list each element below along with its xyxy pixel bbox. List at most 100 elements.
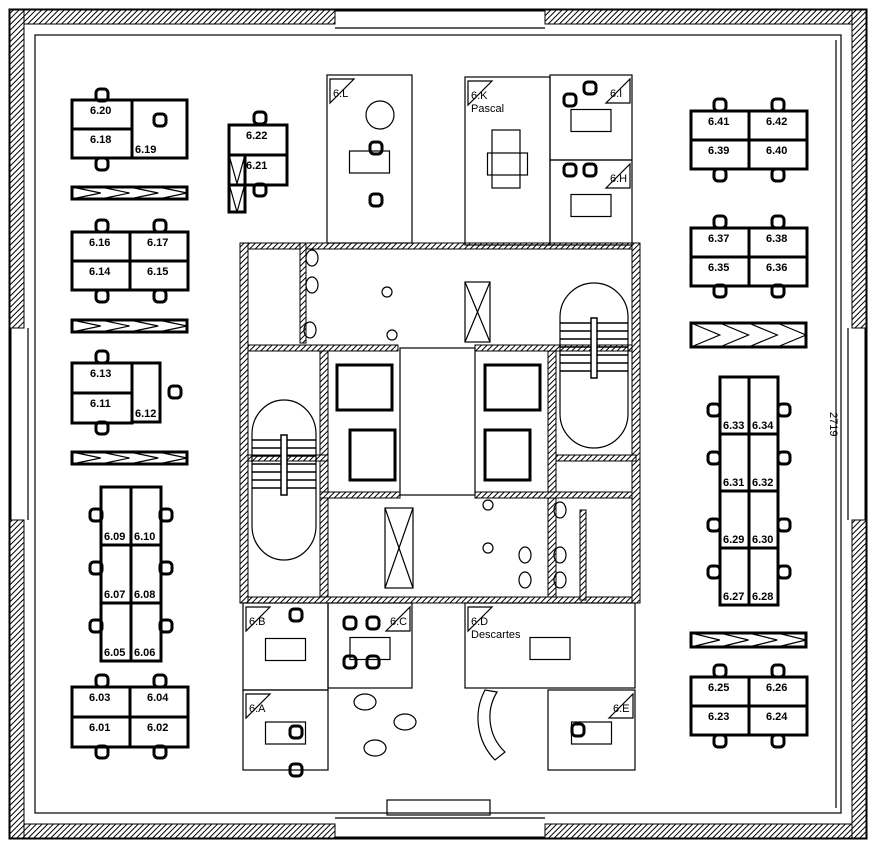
- desk[interactable]: 6.25: [689, 675, 751, 708]
- wall-segment: [9, 9, 336, 25]
- desk-number: 6.30: [752, 534, 773, 546]
- desk[interactable]: 6.07: [99, 543, 133, 605]
- desk[interactable]: 6.33: [718, 375, 751, 436]
- desk-number: 6.39: [708, 145, 729, 157]
- desk[interactable]: 6.31: [718, 432, 751, 493]
- desk[interactable]: 6.28: [747, 546, 780, 607]
- desk-number: 6.14: [89, 266, 111, 278]
- desk[interactable]: 6.02: [128, 715, 190, 749]
- desk[interactable]: 6.23: [689, 704, 751, 737]
- room-id: 6.I: [610, 88, 622, 100]
- chair-icon: [94, 218, 110, 234]
- desk[interactable]: 6.22: [227, 123, 289, 157]
- desk[interactable]: 6.04: [128, 685, 190, 719]
- table: [349, 636, 391, 661]
- desk[interactable]: 6.03: [70, 685, 132, 719]
- lounge-seat: [393, 713, 417, 731]
- desk[interactable]: 6.30: [747, 489, 780, 550]
- desk[interactable]: 6.39: [689, 138, 751, 171]
- desk[interactable]: 6.19: [130, 98, 189, 160]
- room-id: 6.B: [249, 616, 266, 628]
- room-6-a[interactable]: 6.A: [242, 689, 329, 771]
- desk[interactable]: 6.05: [99, 601, 133, 663]
- desk[interactable]: 6.35: [689, 255, 751, 288]
- desk[interactable]: 6.13: [70, 361, 134, 395]
- desk[interactable]: 6.18: [70, 127, 134, 160]
- chair-icon: [94, 673, 110, 689]
- chair-icon: [88, 507, 104, 523]
- chair-icon: [158, 618, 174, 634]
- desk-number: 6.16: [89, 237, 110, 249]
- desk[interactable]: 6.10: [129, 485, 163, 547]
- desk[interactable]: 6.40: [747, 138, 809, 171]
- sink-icon: [482, 542, 494, 554]
- toilet-icon: [305, 249, 319, 267]
- desk-number: 6.31: [723, 477, 744, 489]
- room-6-c[interactable]: 6.C: [327, 602, 413, 689]
- desk[interactable]: 6.41: [689, 109, 751, 142]
- desk[interactable]: 6.26: [747, 675, 809, 708]
- room-id: 6.H: [610, 173, 627, 185]
- wall-segment: [9, 519, 25, 839]
- wall-segment: [9, 9, 25, 329]
- desk[interactable]: 6.24: [747, 704, 809, 737]
- elevator-shaft: [483, 363, 542, 412]
- desk-outline: [130, 98, 189, 160]
- desk[interactable]: 6.34: [747, 375, 780, 436]
- meeting-table: [491, 129, 521, 189]
- room-6-b[interactable]: 6.B: [242, 602, 329, 691]
- desk[interactable]: 6.42: [747, 109, 809, 142]
- room-tag-icon: [467, 606, 494, 633]
- room-tag-icon: [467, 80, 494, 107]
- desk[interactable]: 6.06: [129, 601, 163, 663]
- desk-number: 6.15: [147, 266, 168, 278]
- desk[interactable]: 6.37: [689, 226, 751, 259]
- chair-icon: [94, 744, 110, 760]
- chair-icon: [88, 560, 104, 576]
- desk[interactable]: 6.20: [70, 98, 134, 131]
- desk[interactable]: 6.32: [747, 432, 780, 493]
- desk-number: 6.40: [766, 145, 787, 157]
- desk[interactable]: 6.36: [747, 255, 809, 288]
- chair-icon: [252, 110, 268, 126]
- desk-outline: [130, 361, 162, 424]
- desk[interactable]: 6.15: [128, 259, 190, 292]
- room-name: Pascal: [471, 103, 504, 115]
- desk-number: 6.18: [90, 134, 111, 146]
- desk-number: 6.27: [723, 591, 744, 603]
- lounge-seat: [353, 693, 377, 711]
- core-wall: [579, 509, 587, 601]
- chair-icon: [562, 162, 578, 178]
- desk[interactable]: 6.16: [70, 230, 132, 263]
- chair-icon: [152, 744, 168, 760]
- desk[interactable]: 6.11: [70, 391, 134, 425]
- desk-number: 6.29: [723, 534, 744, 546]
- room-6-i[interactable]: 6.I: [549, 74, 633, 161]
- wall-segment: [851, 519, 867, 839]
- desk[interactable]: 6.09: [99, 485, 133, 547]
- desk[interactable]: 6.14: [70, 259, 132, 292]
- elevator-shaft: [335, 363, 394, 412]
- room-6-l[interactable]: 6.L: [326, 74, 413, 244]
- chair-icon: [706, 517, 722, 533]
- core-wall: [555, 454, 637, 462]
- desk[interactable]: 6.29: [718, 489, 751, 550]
- chair-icon: [152, 112, 168, 128]
- desk[interactable]: 6.01: [70, 715, 132, 749]
- desk-number: 6.13: [90, 368, 111, 380]
- desk[interactable]: 6.12: [130, 361, 162, 424]
- desk[interactable]: 6.27: [718, 546, 751, 607]
- wall-segment: [544, 823, 867, 839]
- desk[interactable]: 6.08: [129, 543, 163, 605]
- room-6-e[interactable]: 6.E: [547, 689, 636, 771]
- desk[interactable]: 6.38: [747, 226, 809, 259]
- room-6-h[interactable]: 6.H: [549, 159, 633, 246]
- chair-icon: [712, 733, 728, 749]
- chair-icon: [706, 564, 722, 580]
- desk[interactable]: 6.17: [128, 230, 190, 263]
- chair-icon: [152, 218, 168, 234]
